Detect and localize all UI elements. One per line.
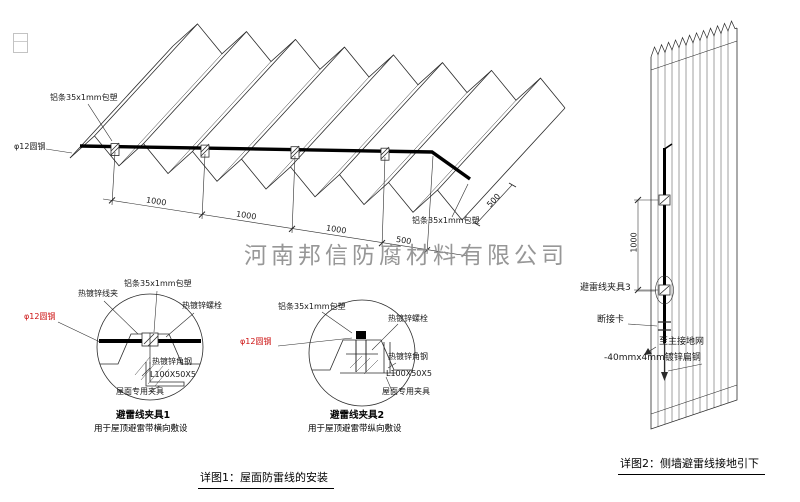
dim-right-line: [475, 184, 513, 225]
detail-1-leaders: [57, 290, 195, 392]
roof-dimension-chain: [102, 151, 517, 257]
leader-flat-steel: [667, 363, 703, 372]
wall-dim-1000: 1000: [629, 232, 639, 253]
roof-back-profile: [172, 23, 566, 109]
roof-left-edge: [69, 45, 174, 159]
roof-right-edge: [461, 107, 566, 221]
dim-chain-line: [102, 198, 469, 257]
caption-detail-2: 详图2：侧墙避雷线接地引下: [618, 455, 765, 475]
detail1-clamp-label: 热镀锌线夹: [78, 289, 118, 298]
to-ground-arrowhead: [644, 348, 652, 355]
detail2-bolt-label: 热镀锌螺栓: [388, 314, 428, 323]
detail1-angle-label: 热镀锌角钢: [152, 357, 192, 366]
wall-conductor-top-tick: [664, 143, 673, 150]
wall-outline: [650, 28, 738, 430]
detail1-angle-spec: L100X50X5: [150, 370, 196, 379]
caption-detail-1: 详图1：屋面防雷线的安装: [198, 469, 334, 489]
wall-clamp3-label: 避雷线夹具3: [580, 283, 631, 293]
wall-disconnect-card: [658, 321, 671, 331]
detail-2-wire-section: [356, 331, 366, 339]
roof-strip-label-top: 铝条35x1mm包塑: [50, 93, 118, 102]
detail-circle-2: [277, 299, 416, 407]
wall-flat-steel-label: -40mmx4mm镀锌扁钢: [604, 353, 701, 363]
detail-2-boundary: [308, 299, 416, 407]
detail1-round-steel-label: φ12圆钢: [24, 312, 56, 321]
leader-disconnect: [627, 323, 658, 327]
wall-disconnect-label: 断接卡: [597, 315, 625, 325]
detail1-title: 避雷线夹具1: [116, 410, 171, 421]
dim-extension-lines: [111, 151, 434, 255]
detail2-strip-label: 铝条35x1mm包塑: [278, 302, 346, 311]
wall-elevation: [627, 20, 738, 430]
detail-circle-1: [57, 290, 204, 401]
detail-2-hatch: [349, 355, 379, 375]
detail2-angle-spec: L100X50X5: [386, 369, 432, 378]
roof-isometric-view: [45, 23, 566, 221]
ground-arrowhead: [661, 372, 668, 381]
wall-to-ground-label: 至主接地网: [659, 337, 705, 347]
wall-dim-ticks: [634, 196, 642, 294]
detail1-fixture-label: 屋面专用夹具: [116, 387, 164, 396]
roof-round-steel-label: φ12圆钢: [14, 142, 46, 151]
detail1-subtitle: 用于屋顶避雷带横向敷设: [94, 424, 188, 434]
company-watermark: 河南邦信防腐材料有限公司: [244, 243, 568, 269]
detail-1-boundary: [96, 293, 204, 401]
dim-ticks: [108, 197, 431, 254]
detail1-bolt-label: 热镀锌螺栓: [182, 301, 222, 310]
detail1-strip-label: 铝条35x1mm包塑: [124, 279, 192, 288]
leader-round-steel: [45, 148, 73, 154]
dim-right-ticks: [472, 182, 517, 227]
wall-clamp-upper: [658, 194, 671, 206]
detail2-fixture-label: 屋面专用夹具: [382, 387, 430, 396]
leader-strip-top: [87, 103, 113, 142]
detail-1-hatch: [134, 356, 170, 387]
wall-clamp-lower: [658, 284, 671, 296]
detail2-subtitle: 用于屋顶避雷带纵向敷设: [308, 424, 402, 434]
wall-rails: [650, 40, 738, 415]
detail-1-angle-steel: [145, 362, 185, 387]
detail-2-angle-steel: [340, 342, 396, 374]
detail2-angle-label: 热镀锌角钢: [388, 352, 428, 361]
corner-stamp-mark: [13, 33, 28, 53]
detail-2-leaders: [277, 311, 399, 392]
leader-strip-right: [451, 183, 469, 218]
wall-corrugation-lines: [657, 31, 729, 427]
roof-valley-lines: [118, 53, 517, 213]
lightning-wire: [79, 144, 471, 181]
wall-top-zigzag: [650, 20, 738, 58]
roof-ridge-lines: [94, 23, 541, 191]
detail2-round-steel-label: φ12圆钢: [240, 337, 272, 346]
roof-strip-label-right: 铝条35x1mm包塑: [412, 216, 480, 225]
detail2-title: 避雷线夹具2: [330, 410, 385, 421]
detail-2-corrugation: [312, 339, 412, 371]
detail-2-clamp-plates: [355, 340, 367, 372]
